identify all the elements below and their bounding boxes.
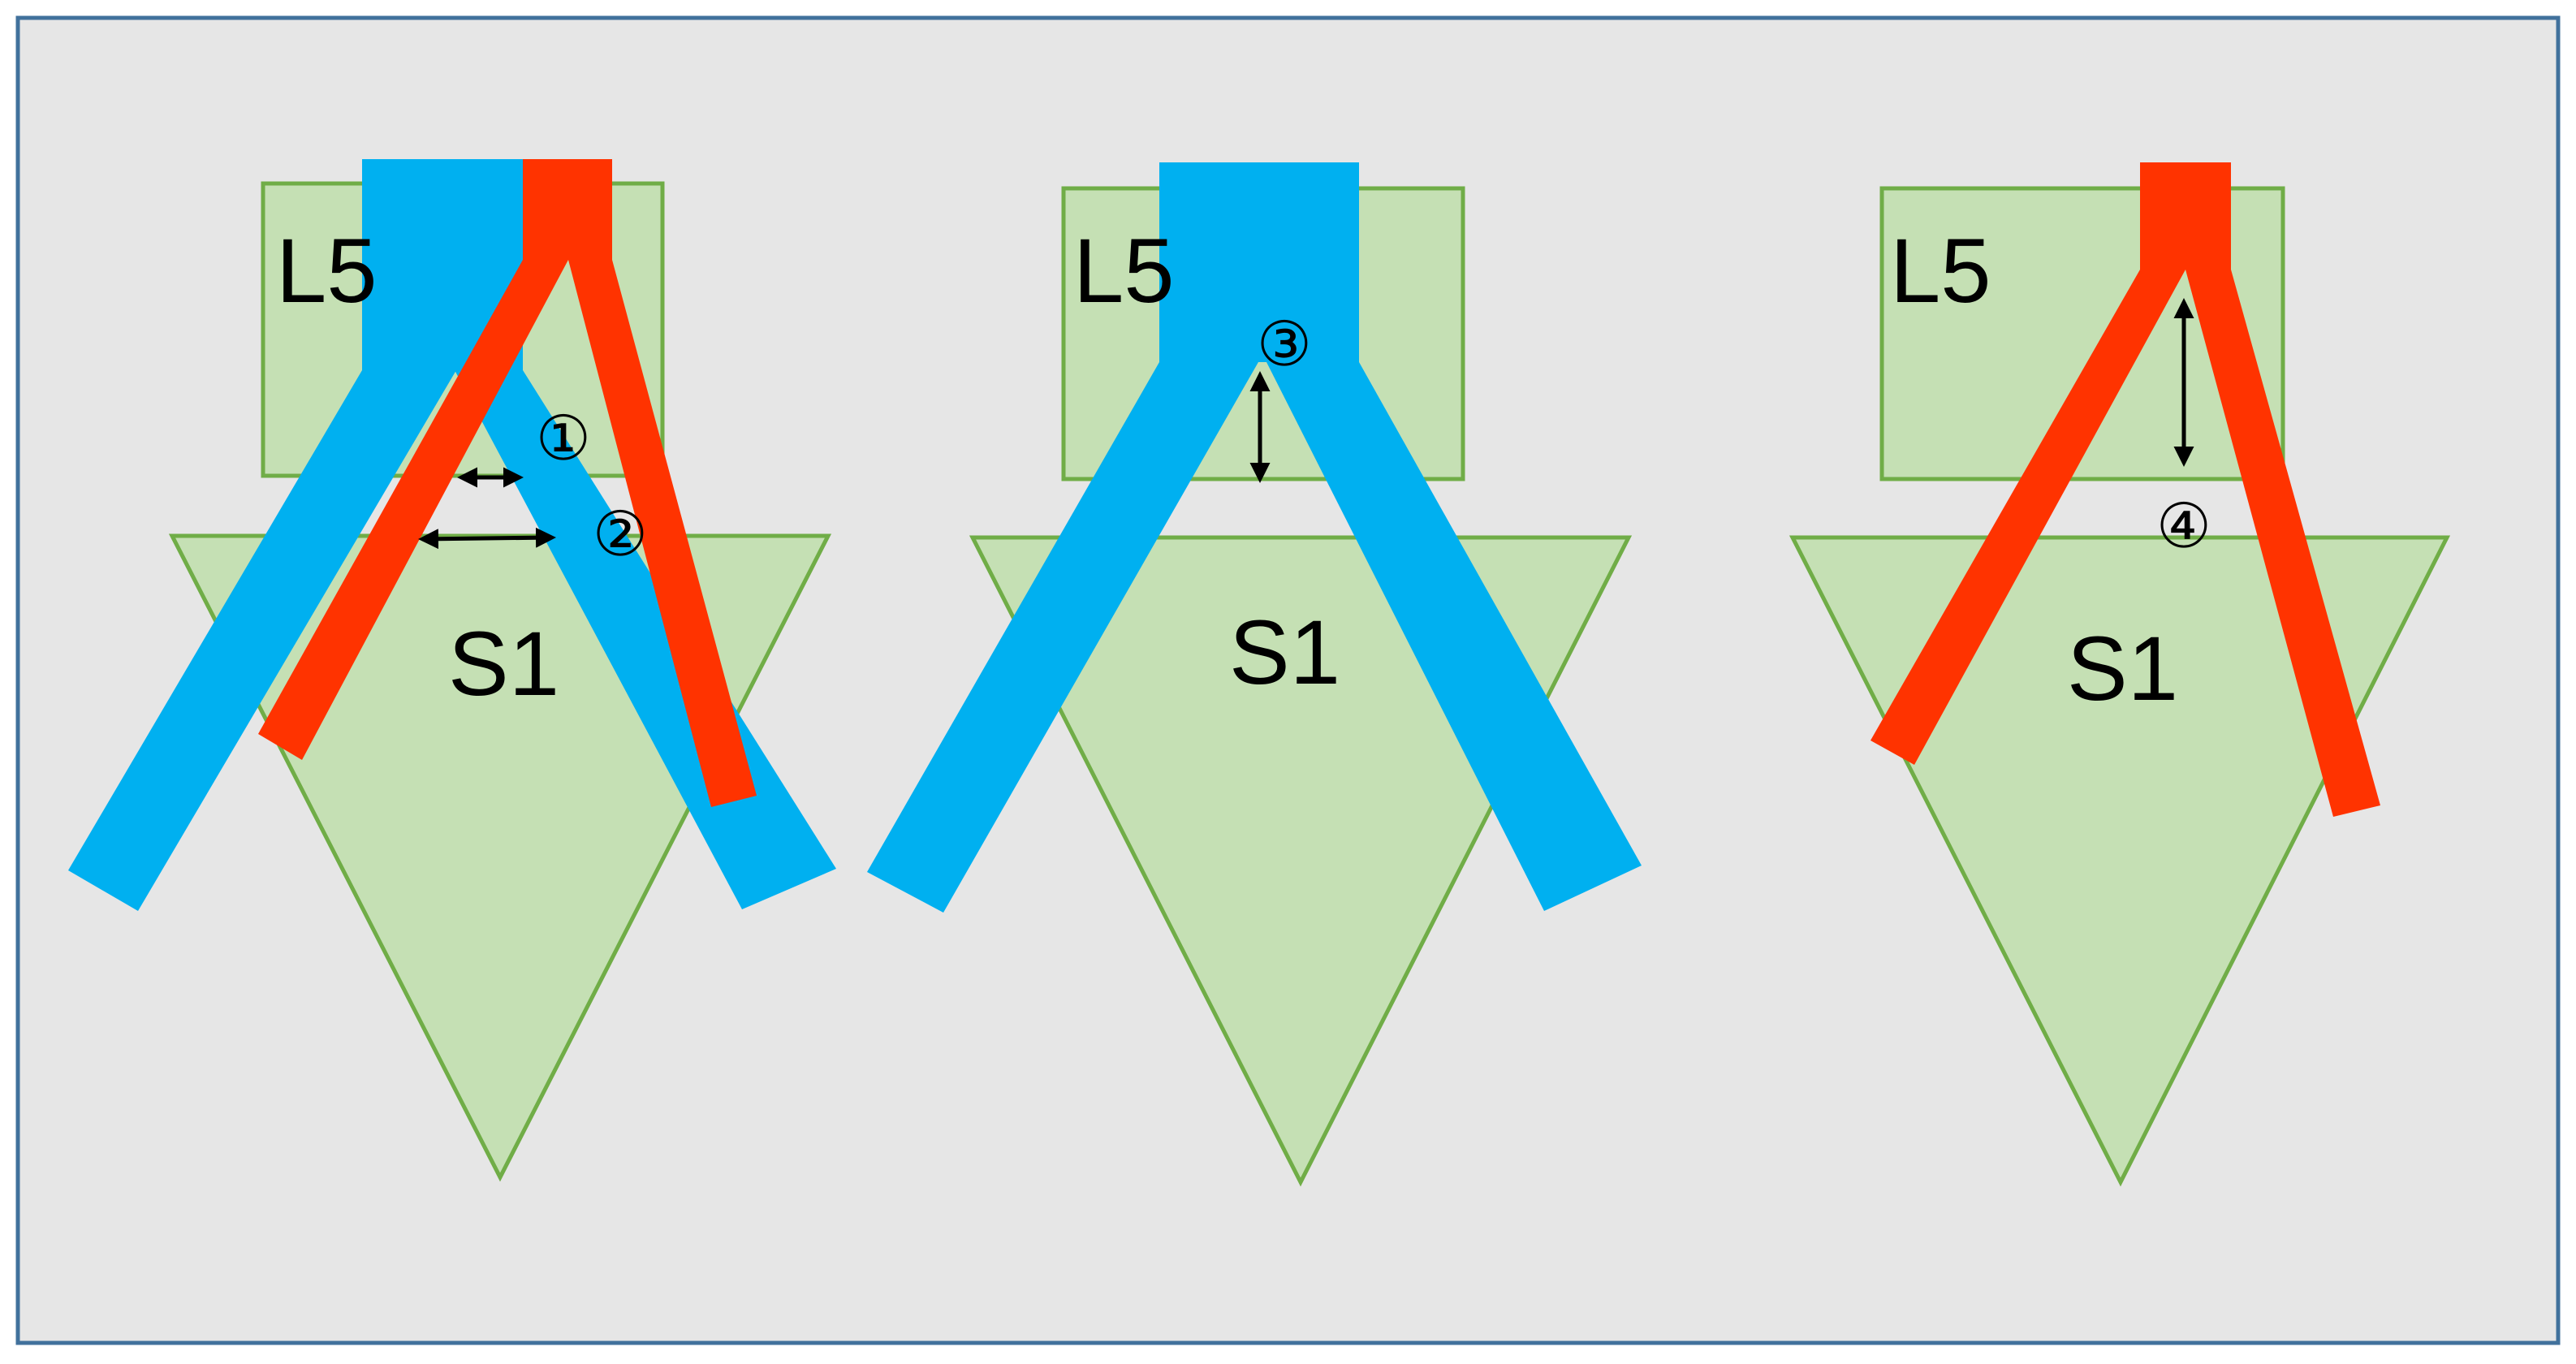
blue-vessel-trunk [1159, 162, 1359, 362]
l5-label: L5 [1890, 220, 1991, 322]
s1-sacrum [1789, 535, 2451, 1187]
s1-label: S1 [1229, 602, 1340, 703]
panel-1: L5 S1 ① ② [68, 159, 836, 1182]
red-vessel [258, 159, 757, 807]
panel-3: L5 S1 ④ [1789, 162, 2451, 1187]
red-vessel-left-branch [1871, 270, 2186, 765]
l5-label: L5 [1073, 220, 1175, 322]
red-vessel-right-branch [568, 260, 757, 807]
marker-4: ④ [2156, 492, 2211, 561]
red-vessel-trunk [523, 159, 612, 260]
blue-vessel-left-branch [867, 362, 1258, 913]
panel-2: L5 S1 ③ [867, 162, 1642, 1187]
s1-label: S1 [448, 613, 559, 714]
s1-label: S1 [2067, 618, 2178, 719]
l5-label: L5 [276, 220, 378, 322]
marker-3: ③ [1257, 310, 1312, 379]
red-vessel-left-branch [258, 260, 568, 760]
red-vessel [1871, 162, 2380, 817]
marker-2: ② [593, 500, 648, 569]
blue-vessel-right-branch [1266, 362, 1642, 911]
marker-1: ① [536, 404, 591, 473]
blue-vessel [867, 162, 1642, 913]
double-arrow-icon [418, 527, 556, 550]
red-vessel-right-branch [2186, 270, 2380, 817]
blue-vessel-left-branch [68, 370, 456, 911]
red-vessel-trunk [2140, 162, 2231, 270]
